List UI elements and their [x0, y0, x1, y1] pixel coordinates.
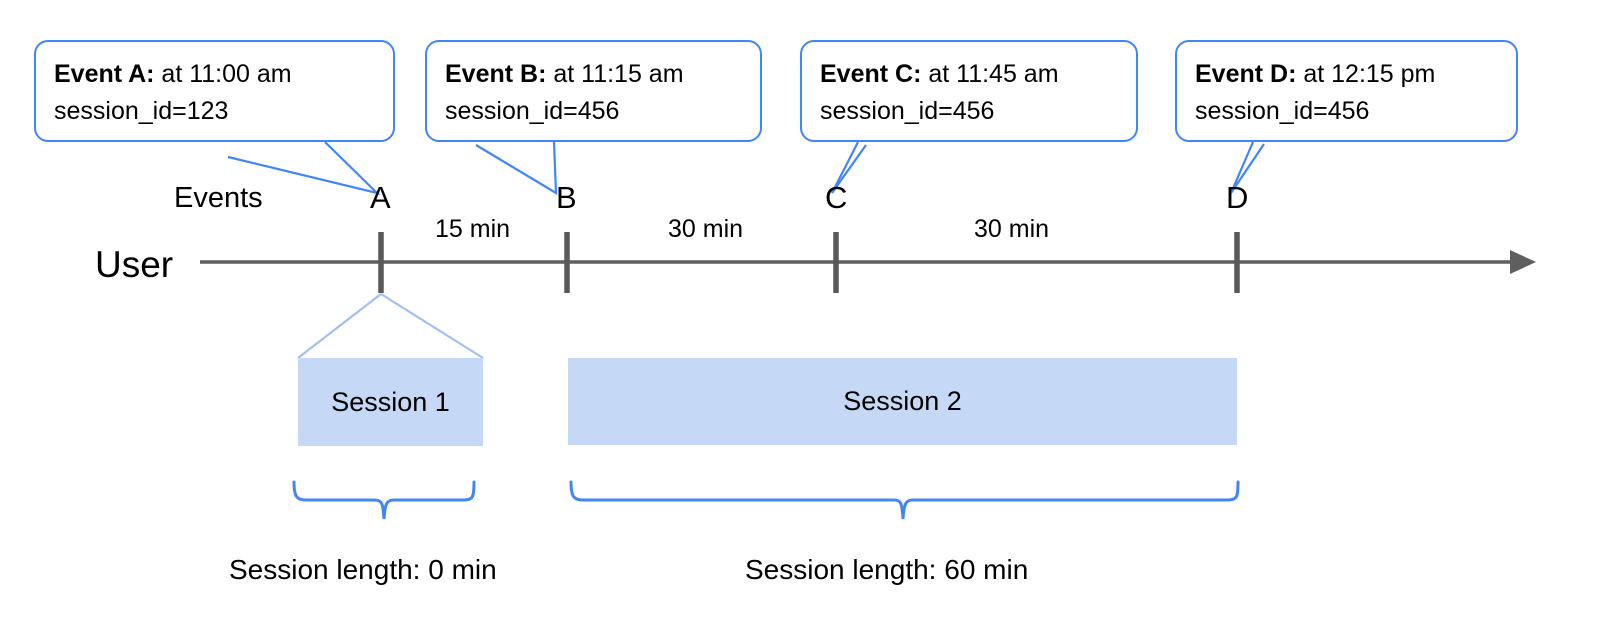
callout-tail-b: [475, 141, 558, 195]
event-marker-d: D: [1226, 180, 1249, 215]
session-bar-2[interactable]: Session 2: [568, 358, 1237, 445]
callout-event-a[interactable]: Event A: at 11:00 am session_id=123: [34, 40, 395, 142]
session-bar-1-label: Session 1: [331, 386, 450, 417]
callout-event-c-line1: Event C: at 11:45 am: [820, 56, 1120, 93]
callout-event-c[interactable]: Event C: at 11:45 am session_id=456: [800, 40, 1138, 142]
callout-tail-d: [1229, 141, 1265, 194]
callout-event-a-strong: Event A:: [54, 60, 155, 88]
callout-event-d-line1: Event D: at 12:15 pm: [1195, 56, 1500, 93]
callout-event-d-session: session_id=456: [1195, 97, 1370, 125]
callout-event-a-line1: Event A: at 11:00 am: [54, 56, 377, 93]
row-label-events: Events: [174, 182, 263, 214]
callout-tail-c: [831, 141, 867, 194]
callout-tail-a: [227, 141, 381, 196]
callout-event-b-strong: Event B:: [445, 60, 547, 88]
callout-event-b-session: session_id=456: [445, 97, 620, 125]
event-marker-a: A: [370, 180, 391, 215]
session-bar-1[interactable]: Session 1: [298, 358, 483, 446]
callout-event-c-strong: Event C:: [820, 60, 922, 88]
axis-label-user: User: [95, 244, 174, 285]
callout-event-c-time: at 11:45 am: [921, 60, 1059, 88]
session-1-leader-lines: [297, 293, 484, 359]
callout-event-d-time: at 12:15 pm: [1296, 60, 1436, 88]
interval-label-a-b: 15 min: [435, 215, 511, 243]
callout-event-d[interactable]: Event D: at 12:15 pm session_id=456: [1175, 40, 1518, 142]
event-marker-c: C: [825, 180, 848, 215]
callout-event-a-session: session_id=123: [54, 97, 229, 125]
interval-label-c-d: 30 min: [974, 215, 1050, 243]
callout-event-b[interactable]: Event B: at 11:15 am session_id=456: [425, 40, 762, 142]
callout-event-a-time: at 11:00 am: [154, 60, 292, 88]
interval-label-b-c: 30 min: [668, 215, 744, 243]
session-1-length-label: Session length: 0 min: [229, 554, 497, 585]
callout-event-b-time: at 11:15 am: [546, 60, 684, 88]
event-ticks: [378, 232, 1240, 293]
callout-event-c-session: session_id=456: [820, 97, 995, 125]
callout-event-d-strong: Event D:: [1195, 60, 1297, 88]
session-bar-2-label: Session 2: [843, 386, 962, 416]
session-2-brace: [569, 480, 1240, 520]
session-2-length-label: Session length: 60 min: [745, 554, 1029, 585]
event-marker-b: B: [556, 180, 577, 215]
session-1-brace: [292, 480, 476, 520]
timeline-axis: [200, 250, 1536, 274]
callout-event-b-line1: Event B: at 11:15 am: [445, 56, 744, 93]
